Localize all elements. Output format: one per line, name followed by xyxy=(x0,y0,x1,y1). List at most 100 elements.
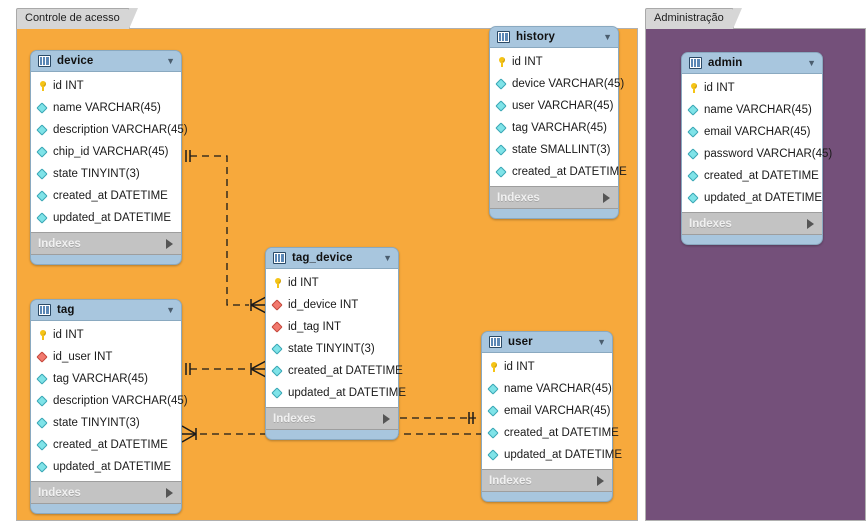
column-label: password VARCHAR(45) xyxy=(704,148,833,160)
table-tag_device[interactable]: tag_device▼id INT id_device INT id_tag INT… xyxy=(265,247,406,440)
table-indexes-section-device[interactable]: Indexes xyxy=(31,233,181,255)
table-columns-user: id INT name VARCHAR(45) email VARCHAR(45)c… xyxy=(482,352,622,470)
pk-key-icon xyxy=(497,57,507,67)
chevron-down-icon[interactable]: ▼ xyxy=(383,252,392,263)
column-label: created_at DATETIME xyxy=(704,170,819,182)
column-row[interactable]: email VARCHAR(45) xyxy=(482,400,612,422)
column-row[interactable]: id INT xyxy=(31,75,181,97)
column-label: id_tag INT xyxy=(288,321,342,333)
column-label: user VARCHAR(45) xyxy=(512,100,614,112)
column-row[interactable]: state TINYINT(3) xyxy=(31,163,181,185)
chevron-down-icon[interactable]: ▼ xyxy=(166,304,175,315)
layer-tab-administracao[interactable]: Administração xyxy=(645,8,742,29)
column-row[interactable]: created_at DATETIME xyxy=(682,165,822,187)
column-label: tag VARCHAR(45) xyxy=(53,373,149,385)
table-columns-history: id INT device VARCHAR(45) user VARCHAR(45)… xyxy=(490,47,627,187)
indexes-label: Indexes xyxy=(38,486,81,499)
column-icon xyxy=(489,406,499,416)
column-row[interactable]: state TINYINT(3) xyxy=(266,338,398,360)
column-row[interactable]: id INT xyxy=(482,356,612,378)
table-history[interactable]: history▼ id INT device VARCHAR(45) user VAR… xyxy=(489,26,627,219)
table-indexes-section-user[interactable]: Indexes xyxy=(482,470,612,492)
table-user[interactable]: user▼ id INT name VARCHAR(45) email VARCHAR… xyxy=(481,331,622,502)
table-header-tag_device[interactable]: tag_device▼ xyxy=(266,248,398,268)
column-row[interactable]: description VARCHAR(45) xyxy=(31,119,188,141)
table-name-label: tag xyxy=(57,304,75,316)
column-icon xyxy=(38,191,48,201)
column-row[interactable]: updated_at DATETIME xyxy=(31,456,181,478)
column-row[interactable]: description VARCHAR(45) xyxy=(31,390,188,412)
column-row[interactable]: id_tag INT xyxy=(266,316,398,338)
chevron-right-icon[interactable] xyxy=(166,487,173,498)
chevron-right-icon[interactable] xyxy=(166,238,173,249)
chevron-right-icon[interactable] xyxy=(807,218,814,229)
column-row[interactable]: updated_at DATETIME xyxy=(266,382,406,404)
column-row[interactable]: created_at DATETIME xyxy=(482,422,619,444)
chevron-down-icon[interactable]: ▼ xyxy=(166,55,175,66)
column-row[interactable]: email VARCHAR(45) xyxy=(682,121,822,143)
column-row[interactable]: name VARCHAR(45) xyxy=(31,97,181,119)
chevron-right-icon[interactable] xyxy=(597,475,604,486)
table-header-admin[interactable]: admin▼ xyxy=(682,53,822,73)
column-label: state SMALLINT(3) xyxy=(512,144,611,156)
pk-key-icon xyxy=(689,83,699,93)
column-label: name VARCHAR(45) xyxy=(504,383,612,395)
column-label: id_device INT xyxy=(288,299,359,311)
column-row[interactable]: tag VARCHAR(45) xyxy=(31,368,181,390)
table-indexes-section-history[interactable]: Indexes xyxy=(490,187,618,209)
column-icon xyxy=(273,388,283,398)
column-label: state TINYINT(3) xyxy=(53,417,140,429)
column-row[interactable]: chip_id VARCHAR(45) xyxy=(31,141,181,163)
column-row[interactable]: updated_at DATETIME xyxy=(682,187,822,209)
column-row[interactable]: user VARCHAR(45) xyxy=(490,95,618,117)
table-icon xyxy=(497,31,510,43)
column-row[interactable]: created_at DATETIME xyxy=(31,185,181,207)
column-row[interactable]: id INT xyxy=(682,77,822,99)
column-row[interactable]: id INT xyxy=(31,324,181,346)
table-columns-tag_device: id INT id_device INT id_tag INT state TINYI… xyxy=(266,268,406,408)
column-row[interactable]: created_at DATETIME xyxy=(31,434,181,456)
column-row[interactable]: password VARCHAR(45) xyxy=(682,143,832,165)
table-header-device[interactable]: device▼ xyxy=(31,51,181,71)
table-indexes-section-tag_device[interactable]: Indexes xyxy=(266,408,398,430)
column-row[interactable]: updated_at DATETIME xyxy=(31,207,181,229)
table-header-tag[interactable]: tag ▼ xyxy=(31,300,181,320)
column-row[interactable]: device VARCHAR(45) xyxy=(490,73,624,95)
chevron-down-icon[interactable]: ▼ xyxy=(807,57,816,68)
table-header-history[interactable]: history▼ xyxy=(490,27,618,47)
column-icon xyxy=(497,79,507,89)
column-row[interactable]: created_at DATETIME xyxy=(490,161,627,183)
column-row[interactable]: state SMALLINT(3) xyxy=(490,139,618,161)
chevron-right-icon[interactable] xyxy=(383,413,390,424)
column-row[interactable]: id INT xyxy=(266,272,398,294)
table-indexes-section-admin[interactable]: Indexes xyxy=(682,213,822,235)
table-indexes-section-tag[interactable]: Indexes xyxy=(31,482,181,504)
indexes-label: Indexes xyxy=(497,191,540,204)
fk-column-icon xyxy=(273,300,283,310)
column-row[interactable]: name VARCHAR(45) xyxy=(482,378,612,400)
chevron-right-icon[interactable] xyxy=(603,192,610,203)
column-label: updated_at DATETIME xyxy=(704,192,823,204)
column-icon xyxy=(273,366,283,376)
pk-key-icon xyxy=(273,278,283,288)
chevron-down-icon[interactable]: ▼ xyxy=(603,31,612,42)
column-label: id INT xyxy=(512,56,543,68)
chevron-down-icon[interactable]: ▼ xyxy=(597,336,606,347)
column-row[interactable]: id INT xyxy=(490,51,618,73)
layer-tab-controle-de-acesso[interactable]: Controle de acesso xyxy=(16,8,138,29)
column-row[interactable]: name VARCHAR(45) xyxy=(682,99,822,121)
column-row[interactable]: state TINYINT(3) xyxy=(31,412,181,434)
column-row[interactable]: updated_at DATETIME xyxy=(482,444,622,466)
column-row[interactable]: id_device INT xyxy=(266,294,398,316)
column-label: state TINYINT(3) xyxy=(288,343,375,355)
column-row[interactable]: tag VARCHAR(45) xyxy=(490,117,618,139)
column-label: tag VARCHAR(45) xyxy=(512,122,608,134)
column-row[interactable]: created_at DATETIME xyxy=(266,360,403,382)
table-header-user[interactable]: user▼ xyxy=(482,332,612,352)
column-row[interactable]: id_user INT xyxy=(31,346,181,368)
